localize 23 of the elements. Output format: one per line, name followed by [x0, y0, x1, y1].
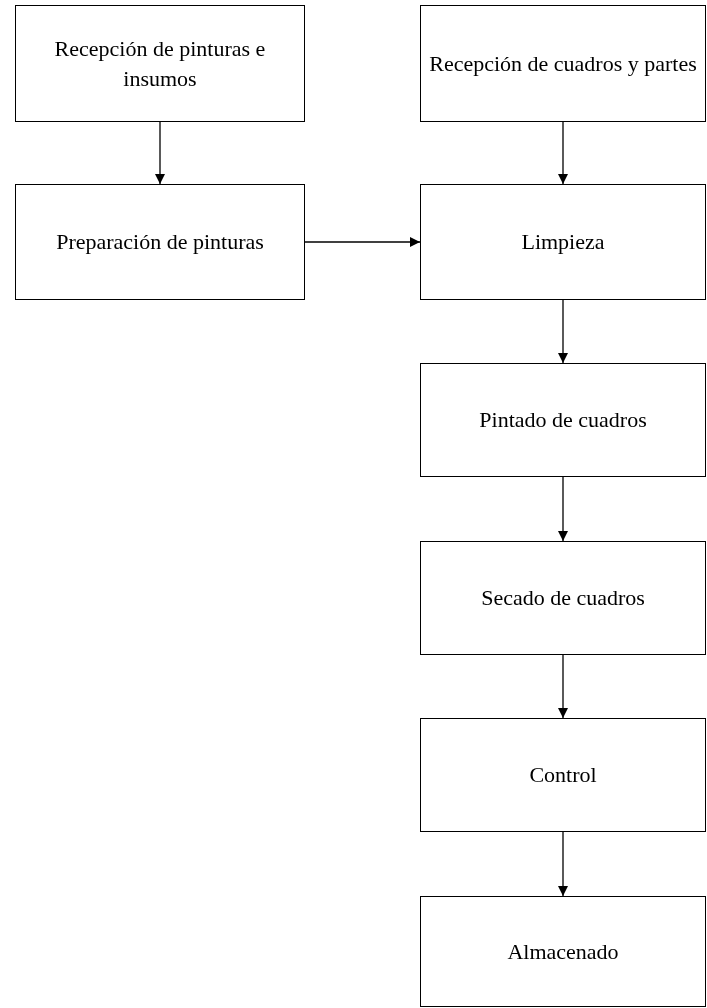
process-box	[420, 184, 706, 300]
process-box	[420, 5, 706, 122]
box-label: Pintado de cuadros	[478, 406, 648, 434]
box-label: Almacenado	[506, 937, 620, 966]
process-box	[15, 5, 305, 122]
arrow	[558, 299, 568, 364]
box-label: Preparación de pinturas	[55, 228, 265, 256]
process-box	[420, 541, 706, 655]
box-label: Control	[528, 761, 598, 789]
box-label: Secado de cuadros	[480, 584, 646, 612]
arrow	[155, 121, 165, 185]
arrow	[558, 121, 568, 185]
box-label: Recepción de pinturas e insumos	[53, 34, 267, 93]
process-box	[420, 363, 706, 477]
process-box	[420, 718, 706, 832]
arrow	[558, 654, 568, 719]
arrow	[558, 831, 568, 897]
process-box	[15, 184, 305, 300]
box-label: Recepción de cuadros y partes	[428, 49, 698, 78]
process-box	[420, 896, 706, 1007]
box-label: Limpieza	[520, 228, 606, 256]
arrow	[558, 476, 568, 542]
arrow	[304, 237, 421, 247]
